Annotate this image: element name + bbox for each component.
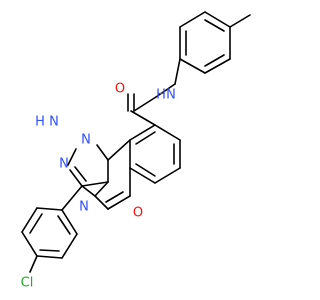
atom-label-hydrogen: H	[156, 88, 166, 103]
bond	[129, 124, 156, 141]
bond	[94, 195, 109, 210]
atom-label-nitrogen: N	[166, 88, 176, 103]
bond	[179, 58, 206, 74]
bond	[96, 144, 109, 161]
bond	[57, 215, 71, 235]
bond	[61, 185, 83, 211]
bond	[61, 209, 78, 235]
atom-label-nitrogen: N	[59, 157, 69, 172]
bond	[69, 169, 83, 187]
molecule-structure: O N H N N H N N O Cl	[21, 11, 251, 291]
bond	[130, 110, 156, 126]
atom-labels: O N H N N H N N O Cl	[21, 82, 176, 291]
bond	[29, 255, 38, 273]
bond	[74, 166, 87, 182]
bond	[174, 58, 181, 85]
bond	[107, 139, 131, 161]
bond	[36, 207, 63, 211]
atom-label-oxygen: O	[115, 82, 125, 97]
atom-label-nitrogen: N	[49, 115, 59, 130]
bond	[204, 54, 225, 67]
bond	[204, 58, 231, 74]
bond	[94, 181, 109, 197]
bond	[81, 181, 109, 187]
bonds	[21, 11, 251, 273]
bond	[61, 233, 78, 259]
atom-label-hydrogen: H	[35, 115, 45, 130]
bond	[204, 11, 231, 28]
bond	[155, 83, 176, 98]
bond	[135, 163, 156, 177]
bond	[204, 19, 225, 32]
bond	[29, 213, 43, 234]
bond	[81, 185, 96, 197]
bond	[154, 167, 181, 184]
bond	[107, 195, 131, 210]
bond	[129, 167, 156, 184]
bond	[179, 11, 206, 28]
bond	[67, 148, 77, 166]
bond	[21, 207, 38, 233]
bond	[154, 124, 181, 141]
atom-label-nitrogen: N	[79, 200, 89, 215]
bond	[229, 14, 251, 28]
bond	[133, 96, 157, 112]
bond	[21, 231, 38, 257]
atom-label-oxygen: O	[133, 206, 143, 221]
bond	[135, 131, 156, 145]
bond	[39, 249, 60, 252]
atom-label-nitrogen: N	[81, 133, 91, 148]
bond	[105, 191, 124, 203]
bond	[36, 255, 63, 259]
atom-label-chlorine: Cl	[21, 276, 34, 291]
